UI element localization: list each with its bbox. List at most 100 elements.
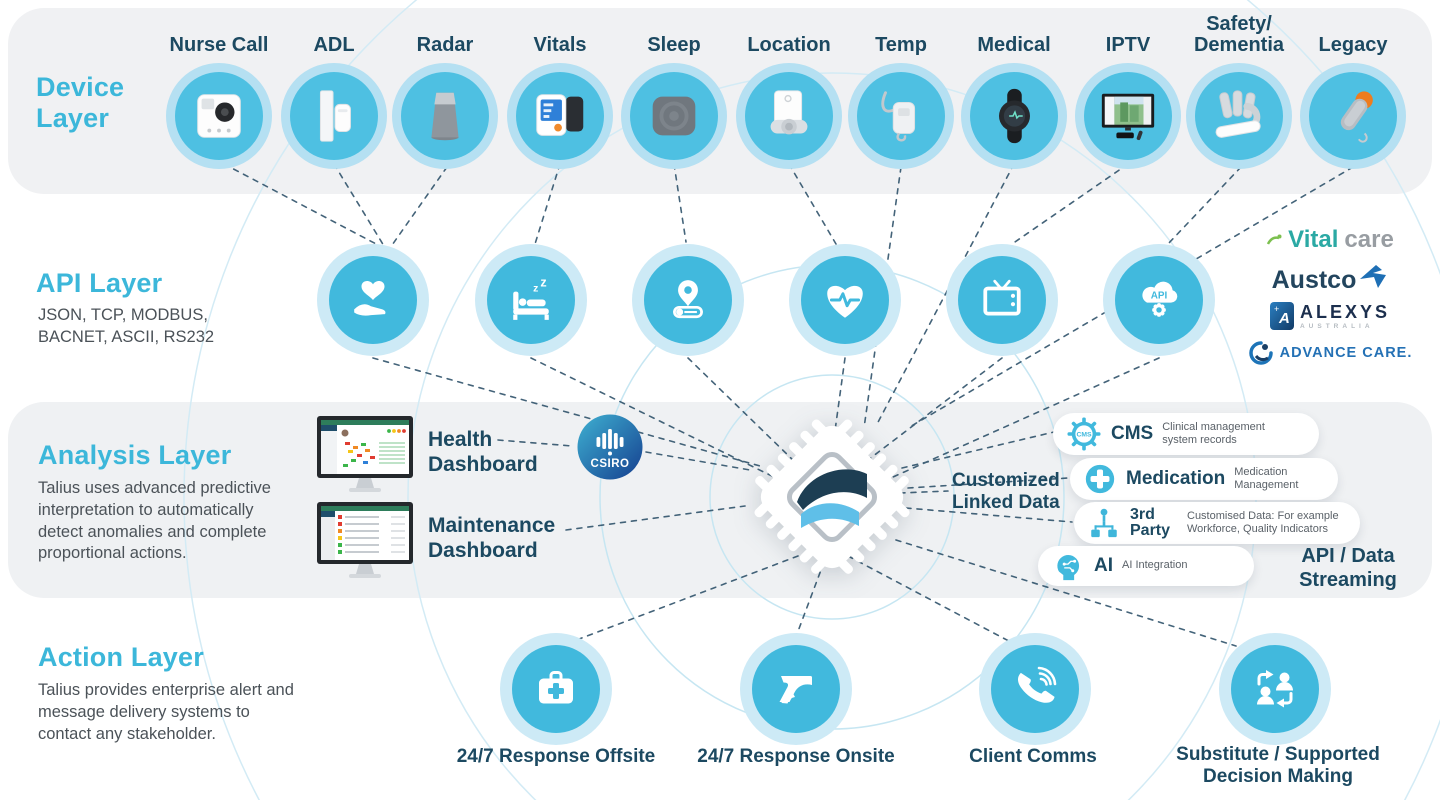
badge-3rd-party: 3rd Party Customised Data: For example W… xyxy=(1074,502,1360,544)
temperature-sensor-image xyxy=(848,63,954,169)
advance-care-wordmark: ADVANCE CARE. xyxy=(1279,345,1413,361)
device-label: Legacy xyxy=(1318,34,1388,56)
vitalcare-wordmark-secondary: care xyxy=(1344,226,1394,253)
api-data-streaming-label: API / Data Streaming xyxy=(1299,545,1397,591)
action-client-comms xyxy=(979,633,1091,745)
api-cloud-gear-icon: API xyxy=(1115,256,1203,344)
action-layer-title: Action Layer xyxy=(38,642,204,672)
alexys-subtext: AUSTRALIA xyxy=(1299,322,1374,330)
door-motion-sensor-image xyxy=(281,63,387,169)
badge-description: Customised Data: For example Workforce, … xyxy=(1187,509,1339,535)
api-node-vitals xyxy=(789,244,901,356)
advance-care-swirl-icon xyxy=(1248,341,1273,365)
device-label: ADL xyxy=(313,34,355,56)
cms-gear-text: CMS xyxy=(1076,432,1092,439)
vitalcare-figure-icon xyxy=(1267,234,1282,245)
wearable-straps-image xyxy=(1186,63,1292,169)
smartwatch-image xyxy=(961,63,1067,169)
radar-sensor-image xyxy=(392,63,498,169)
org-chart-icon xyxy=(1091,508,1117,538)
device-radar: Radar xyxy=(385,8,505,169)
people-exchange-icon xyxy=(1231,645,1319,733)
action-label-substitute: Substitute / Supported Decision Making xyxy=(1176,744,1380,787)
device-vitals: Vitals xyxy=(500,8,620,169)
svg-text:+: + xyxy=(1274,304,1279,314)
customized-linked-data-label: Customized Linked Data xyxy=(952,470,1060,514)
maintenance-dashboard-monitor xyxy=(315,502,415,587)
partner-advance-care: ADVANCE CARE. xyxy=(1240,340,1420,366)
api-node-iptv xyxy=(946,244,1058,356)
device-temp: Temp xyxy=(841,8,961,169)
badge-cms: CMS CMS Clinical management system recor… xyxy=(1053,413,1319,455)
device-adl: ADL xyxy=(274,8,394,169)
device-label: Location xyxy=(747,34,831,56)
csiro-logo: CSIRO xyxy=(577,414,643,485)
api-node-location xyxy=(632,244,744,356)
badge-label: Medication xyxy=(1126,468,1226,489)
badge-description: Medication Management xyxy=(1234,465,1299,491)
csiro-text: CSIRO xyxy=(591,458,630,470)
alexys-badge-icon: +A xyxy=(1269,302,1294,330)
partner-alexys: +A ALEXYS AUSTRALIA xyxy=(1240,302,1420,330)
sleep-sensor-image xyxy=(621,63,727,169)
location-thermometer-icon xyxy=(644,256,732,344)
badge-ai: AI AI Integration xyxy=(1038,546,1254,586)
action-layer-description: Talius provides enterprise alert and mes… xyxy=(38,681,294,743)
health-dashboard-label: Health Dashboard xyxy=(428,428,538,476)
device-label: IPTV xyxy=(1105,34,1151,56)
maintenance-dashboard-label: Maintenance Dashboard xyxy=(428,514,556,562)
health-dashboard-monitor xyxy=(315,416,415,501)
badge-medication: Medication Medication Management xyxy=(1070,458,1338,500)
talius-logo-arc xyxy=(801,503,859,528)
analysis-layer-description: Talius uses advanced predictive interpre… xyxy=(38,479,271,563)
ai-head-icon xyxy=(1057,555,1080,581)
device-label: Vitals xyxy=(533,34,587,56)
api-node-care xyxy=(317,244,429,356)
first-aid-kit-icon xyxy=(512,645,600,733)
svg-text:A: A xyxy=(1278,310,1290,327)
nurse-call-station-image xyxy=(166,63,272,169)
action-response-offsite xyxy=(500,633,612,745)
badge-description: AI Integration xyxy=(1122,559,1188,572)
austco-wordmark: Austco xyxy=(1271,266,1357,294)
location-tag-image xyxy=(736,63,842,169)
device-safety-dementia: Safety/ Dementia xyxy=(1179,8,1299,169)
heart-pulse-icon xyxy=(801,256,889,344)
device-location: Location xyxy=(729,8,849,169)
alexys-wordmark: ALEXYS xyxy=(1299,301,1391,322)
device-label: Radar xyxy=(416,34,474,56)
partner-austco: Austco xyxy=(1240,264,1420,295)
action-response-onsite xyxy=(740,633,852,745)
device-legacy: Legacy xyxy=(1293,8,1413,169)
medical-cross-icon xyxy=(1085,464,1115,494)
device-nurse-call: Nurse Call xyxy=(159,8,279,169)
action-label-client-comms: Client Comms xyxy=(969,746,1097,767)
austco-arrow-icon xyxy=(1360,264,1387,288)
phone-waves-icon xyxy=(991,645,1079,733)
action-label-offsite: 24/7 Response Offsite xyxy=(456,746,656,767)
legacy-pendant-image xyxy=(1300,63,1406,169)
talius-seven-logo-icon xyxy=(752,645,840,733)
api-text: API xyxy=(1151,290,1168,301)
action-label-onsite: 24/7 Response Onsite xyxy=(697,746,895,767)
api-protocols-text: JSON, TCP, MODBUS, BACNET, ASCII, RS232 xyxy=(38,306,215,346)
svg-text:z: z xyxy=(533,284,538,295)
device-label: Temp xyxy=(875,34,927,56)
badge-label: CMS xyxy=(1111,423,1154,444)
badge-label: 3rd Party xyxy=(1130,506,1171,539)
device-medical: Medical xyxy=(954,8,1074,169)
vitalcare-wordmark-primary: Vital xyxy=(1288,226,1339,253)
action-substitute-decision xyxy=(1219,633,1331,745)
api-node-api: API xyxy=(1103,244,1215,356)
hand-heart-icon xyxy=(329,256,417,344)
tv-image xyxy=(1075,63,1181,169)
talius-core-chip xyxy=(737,402,927,592)
device-iptv: IPTV xyxy=(1068,8,1188,169)
badge-label: AI xyxy=(1094,555,1113,576)
blood-pressure-monitor-image xyxy=(507,63,613,169)
analysis-layer-title: Analysis Layer xyxy=(38,440,232,470)
